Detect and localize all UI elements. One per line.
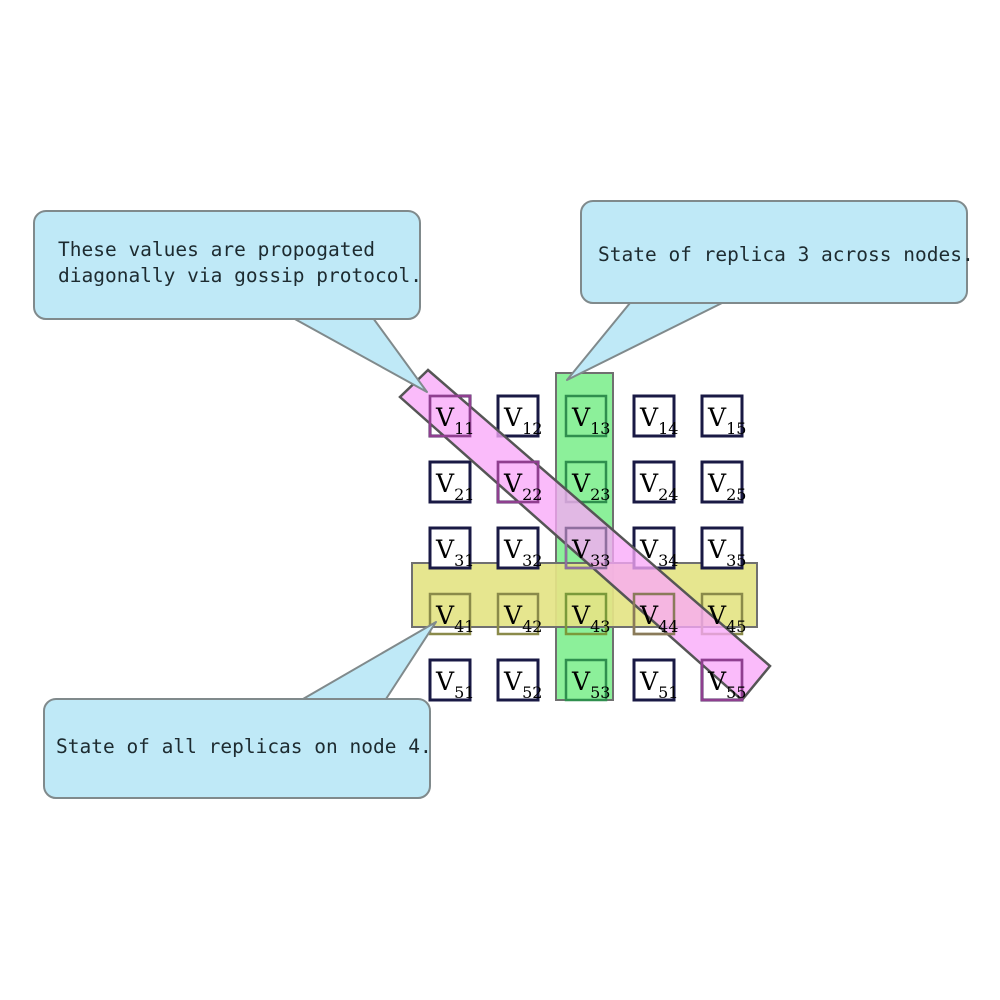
callout-replica-3-tail [566, 302, 723, 381]
grid-cell-v12[interactable] [496, 394, 540, 438]
callout-replica-3-box[interactable] [580, 200, 968, 304]
grid-cell-v53[interactable] [564, 658, 608, 702]
grid-cell-highlight-v44[interactable] [632, 592, 676, 636]
grid-cell-v23[interactable] [564, 460, 608, 504]
grid-cell-v51[interactable] [428, 658, 472, 702]
callout-node-4[interactable]: State of all replicas on node 4. [43, 621, 437, 799]
grid-cell-highlight-v11[interactable] [428, 394, 472, 438]
callout-replica-3[interactable]: State of replica 3 across nodes. [566, 200, 974, 381]
grid-cell-highlight-v55[interactable] [700, 658, 744, 702]
callout-gossip-diagonal-text-line: These values are propogated [58, 238, 375, 261]
grid-cell-v21[interactable] [428, 460, 472, 504]
callout-layer: These values are propogated diagonally vi… [33, 200, 974, 799]
grid-cell-label: V11 [435, 403, 474, 438]
grid-cell-v35[interactable] [700, 526, 744, 570]
grid-cell-v24[interactable] [632, 460, 676, 504]
callout-node-4-text-line: State of all replicas on node 4. [56, 735, 432, 758]
callout-replica-3-text-line: State of replica 3 across nodes. [598, 243, 974, 266]
grid-cell-v13[interactable] [564, 394, 608, 438]
callout-gossip-diagonal-text-line: diagonally via gossip protocol. [58, 264, 422, 287]
callout-node-4-box[interactable] [43, 698, 431, 799]
callout-gossip-diagonal-box[interactable] [33, 210, 421, 320]
grid-cell-v41[interactable] [428, 592, 472, 636]
callout-node-4-tail [302, 621, 437, 700]
callout-gossip-diagonal[interactable]: These values are propogated diagonally vi… [33, 210, 428, 393]
grid-cell-v31[interactable] [428, 526, 472, 570]
grid-cell-v52[interactable] [496, 658, 540, 702]
grid-cell-v14[interactable] [632, 394, 676, 438]
grid-cell-v25[interactable] [700, 460, 744, 504]
grid-cell-v43[interactable] [564, 592, 608, 636]
diagonal-band-layer [398, 368, 772, 702]
callout-gossip-diagonal-tail [292, 317, 428, 393]
grid-cell-v42[interactable] [496, 592, 540, 636]
grid-cell-v15[interactable] [700, 394, 744, 438]
grid-cell-v51[interactable] [632, 658, 676, 702]
grid-cell-highlight-v33[interactable] [564, 526, 608, 570]
grid-cell-highlight-v22[interactable] [496, 460, 540, 504]
grid-cell-v32[interactable] [496, 526, 540, 570]
